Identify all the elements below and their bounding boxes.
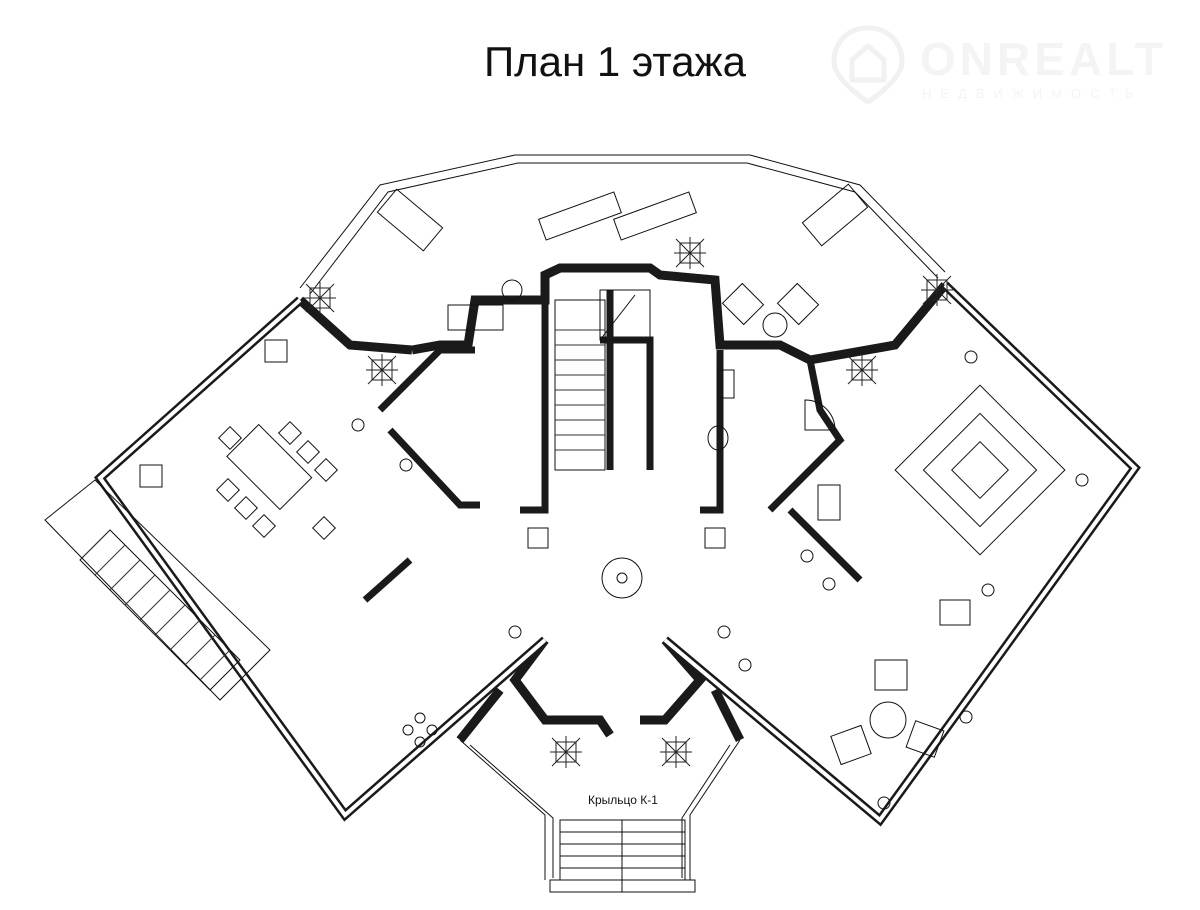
house-pin-icon <box>831 25 905 105</box>
living-set <box>894 384 1066 556</box>
porch-label: Крыльцо К-1 <box>588 793 658 807</box>
interior-walls <box>362 290 863 603</box>
central-stairs <box>554 289 651 471</box>
lounge-set <box>830 659 945 766</box>
watermark-logo: ONREALT НЕДВИЖИМОСТЬ <box>828 24 1173 105</box>
exterior-walls <box>93 263 1141 827</box>
fixtures <box>139 279 971 748</box>
porch <box>459 739 741 893</box>
plant-symbols <box>304 237 953 768</box>
watermark-subtitle: НЕДВИЖИМОСТЬ <box>922 86 1143 101</box>
plan-title: План 1 этажа <box>483 38 747 85</box>
top-terrace <box>299 154 946 295</box>
left-exterior-stairs <box>44 479 271 701</box>
dining-set <box>215 420 339 541</box>
outlet-symbols <box>351 350 1089 810</box>
watermark-brand: ONREALT <box>920 33 1167 85</box>
sun-loungers <box>376 183 869 252</box>
wall-cores <box>97 283 1138 823</box>
